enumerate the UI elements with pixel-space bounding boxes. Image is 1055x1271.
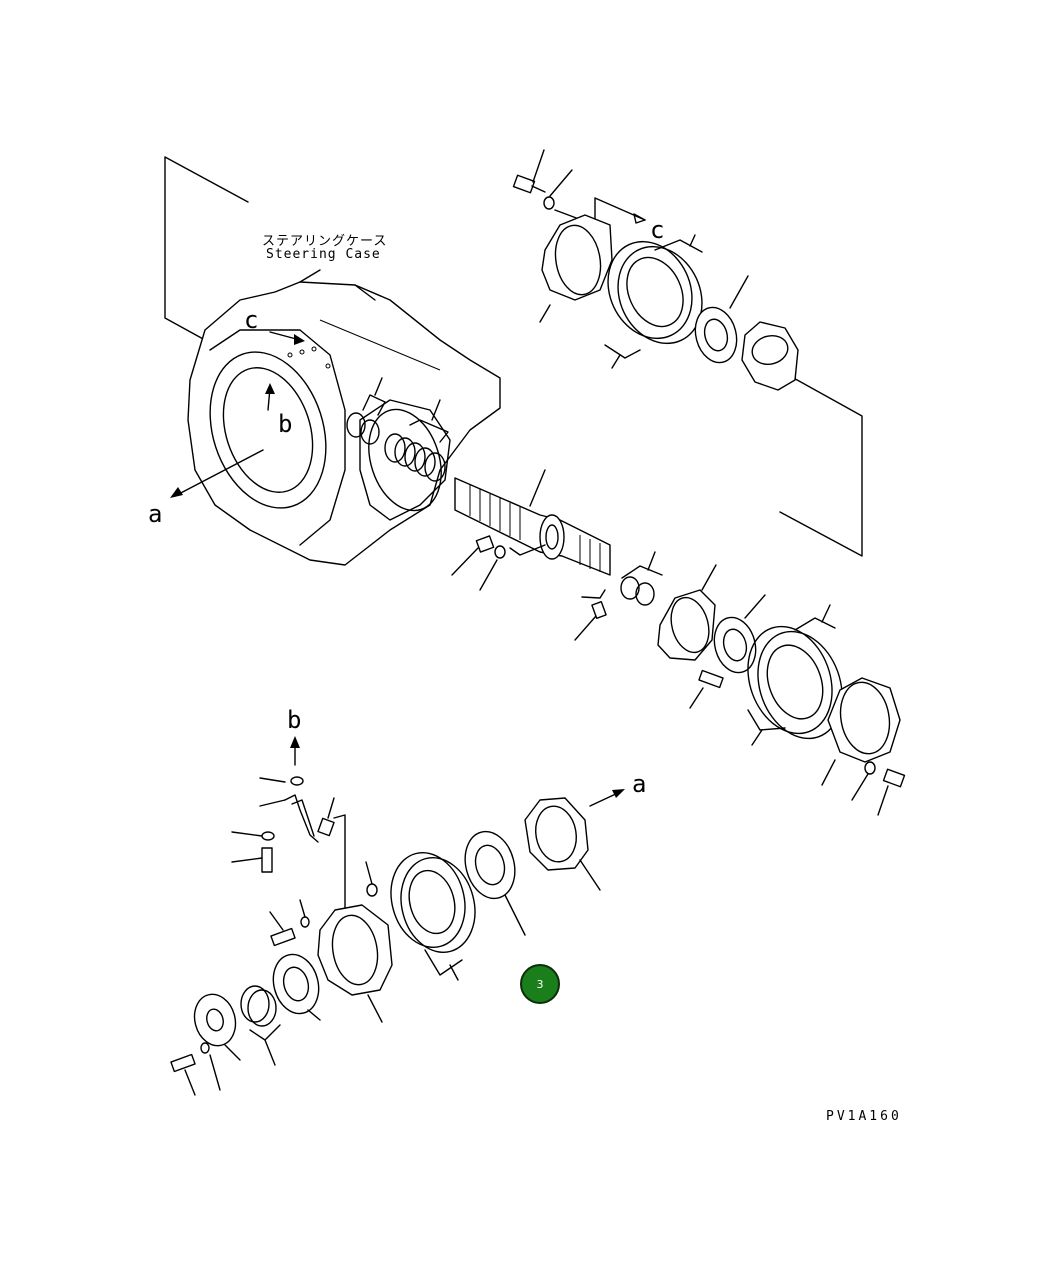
top-shim-rings xyxy=(604,234,703,369)
bracket-lines xyxy=(164,156,863,557)
steering-case xyxy=(187,269,501,566)
small-bolt-left xyxy=(269,861,378,947)
front-cage-retainer xyxy=(317,904,393,1023)
case-label-en: Steering Case xyxy=(266,247,381,262)
up-arrow-b xyxy=(290,736,300,766)
front-bearing xyxy=(272,953,321,1021)
callout-badge[interactable]: 3 xyxy=(520,964,560,1004)
lower-shim-rings xyxy=(747,604,843,746)
seal-ring-stack xyxy=(384,399,449,482)
top-cage-retainer xyxy=(539,214,613,323)
nut-washer xyxy=(451,535,546,591)
small-o-rings-lower xyxy=(620,551,663,606)
top-sleeve xyxy=(741,321,799,391)
end-plate xyxy=(193,993,241,1061)
main-shaft xyxy=(454,469,611,576)
arrow-b-case xyxy=(265,383,275,411)
top-bearing xyxy=(694,275,749,364)
lower-gear-retainer xyxy=(657,564,717,661)
middle-bearing xyxy=(464,830,526,936)
shim-ring-bottom-left xyxy=(240,985,281,1066)
small-bolt-lower xyxy=(574,589,607,641)
arrow-c-case xyxy=(269,331,305,345)
lower-cage-retainer xyxy=(821,677,901,786)
arrow-a-case xyxy=(170,449,264,498)
ref-letter-c-left: c xyxy=(244,306,258,334)
middle-shim-rings xyxy=(390,852,476,981)
output-flange xyxy=(524,789,625,891)
o-ring-pair-upper xyxy=(346,377,386,445)
drawing-code: PV1A160 xyxy=(826,1109,902,1124)
ref-letter-c-top: c xyxy=(650,216,664,244)
top-bolt-group xyxy=(512,149,646,226)
ref-letter-a-bottom: a xyxy=(632,770,646,798)
lower-bearing xyxy=(713,594,766,674)
small-bolt-mid xyxy=(689,669,724,709)
case-label-jp: ステアリングケース xyxy=(262,234,388,249)
end-bolt-washer xyxy=(170,1042,221,1096)
lower-bolt-washer xyxy=(851,761,906,816)
ref-letter-b-case: b xyxy=(278,410,292,438)
ref-letter-b-bottom: b xyxy=(287,706,301,734)
ref-letter-a-left: a xyxy=(148,500,162,528)
